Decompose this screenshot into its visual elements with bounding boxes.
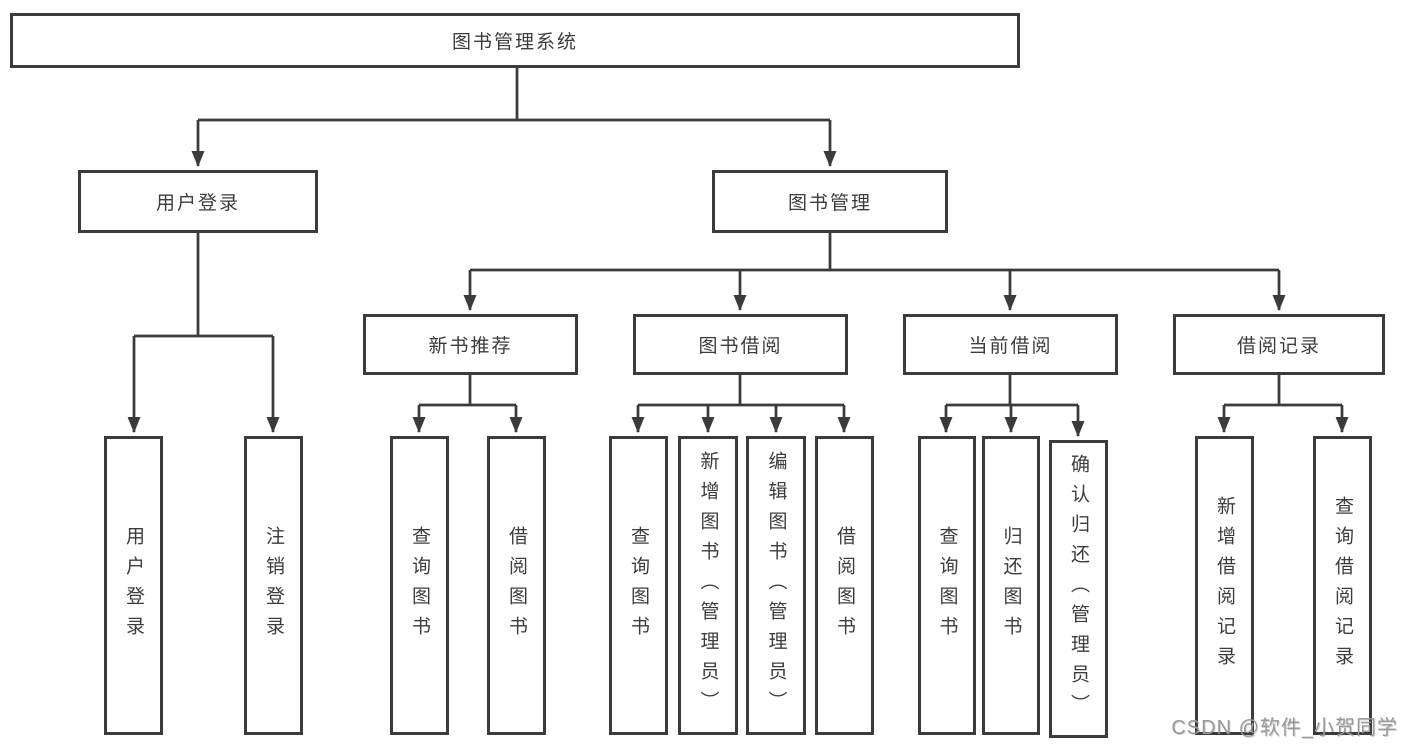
leaf-edit-book-admin: 编辑图书（管理员） bbox=[746, 436, 806, 735]
leaf-add-book-admin: 新增图书（管理员） bbox=[678, 436, 738, 735]
csdn-watermark: CSDN @软件_小贺同学 bbox=[1171, 717, 1398, 739]
leaf-return-book-label: 归还图书 bbox=[1000, 525, 1022, 646]
leaf-query-books-3: 查询图书 bbox=[918, 436, 976, 735]
leaf-user-login-label: 用户登录 bbox=[123, 525, 144, 646]
leaf-logout-label: 注销登录 bbox=[263, 525, 284, 646]
node-current-borrowing: 当前借阅 bbox=[903, 314, 1118, 375]
leaf-add-book-admin-label: 新增图书（管理员） bbox=[697, 450, 719, 721]
leaf-query-books-1-label: 查询图书 bbox=[409, 525, 430, 646]
leaf-confirm-return-admin-label: 确认归还（管理员） bbox=[1068, 454, 1089, 724]
leaf-logout: 注销登录 bbox=[244, 436, 303, 735]
leaf-borrow-books-1: 借阅图书 bbox=[487, 436, 546, 735]
leaf-query-books-1: 查询图书 bbox=[390, 436, 449, 735]
node-book-management: 图书管理 bbox=[712, 170, 948, 233]
leaf-user-login: 用户登录 bbox=[104, 436, 163, 735]
leaf-query-books-3-label: 查询图书 bbox=[936, 525, 958, 646]
leaf-query-borrow-record: 查询借阅记录 bbox=[1313, 436, 1372, 735]
leaf-query-books-2-label: 查询图书 bbox=[628, 525, 649, 646]
leaf-edit-book-admin-label: 编辑图书（管理员） bbox=[765, 450, 787, 721]
leaf-borrow-books-2-label: 借阅图书 bbox=[834, 525, 855, 646]
leaf-confirm-return-admin: 确认归还（管理员） bbox=[1049, 440, 1108, 738]
node-new-book-recommendation: 新书推荐 bbox=[363, 314, 578, 375]
leaf-query-borrow-record-label: 查询借阅记录 bbox=[1332, 495, 1353, 676]
leaf-return-book: 归还图书 bbox=[982, 436, 1040, 735]
leaf-borrow-books-1-label: 借阅图书 bbox=[506, 525, 527, 646]
leaf-query-books-2: 查询图书 bbox=[609, 436, 668, 735]
node-borrowing-records: 借阅记录 bbox=[1173, 314, 1385, 375]
leaf-add-borrow-record-label: 新增借阅记录 bbox=[1214, 495, 1235, 676]
leaf-add-borrow-record: 新增借阅记录 bbox=[1195, 436, 1254, 735]
leaf-borrow-books-2: 借阅图书 bbox=[815, 436, 874, 735]
node-user-login: 用户登录 bbox=[78, 170, 318, 233]
node-library-management-system: 图书管理系统 bbox=[10, 13, 1020, 68]
node-book-borrowing: 图书借阅 bbox=[633, 314, 848, 375]
